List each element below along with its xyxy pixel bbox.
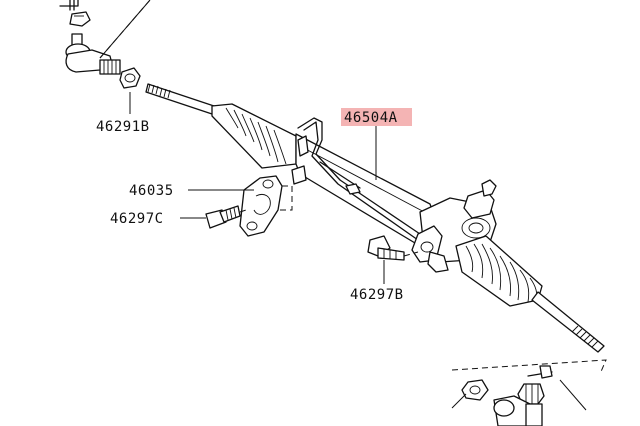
- part-label-46291B[interactable]: 46291B: [96, 119, 150, 135]
- part-label-46297B[interactable]: 46297B: [350, 287, 404, 303]
- steering-rack: [145, 83, 605, 353]
- clamp-bolt-icon: [205, 205, 247, 229]
- mount-bolt-icon: [367, 235, 419, 261]
- highlight-box: [341, 108, 412, 126]
- part-label-46035[interactable]: 46035: [129, 183, 174, 199]
- part-label-46504A[interactable]: 46504A: [344, 110, 398, 126]
- part-label-46297C[interactable]: 46297C: [110, 211, 164, 227]
- callout-leaders: [99, 0, 587, 411]
- right-tie-rod-end: [451, 359, 607, 426]
- left-tie-rod-end: [59, 0, 151, 75]
- lock-nut-icon: [119, 67, 141, 89]
- rack-clamp: [239, 175, 293, 237]
